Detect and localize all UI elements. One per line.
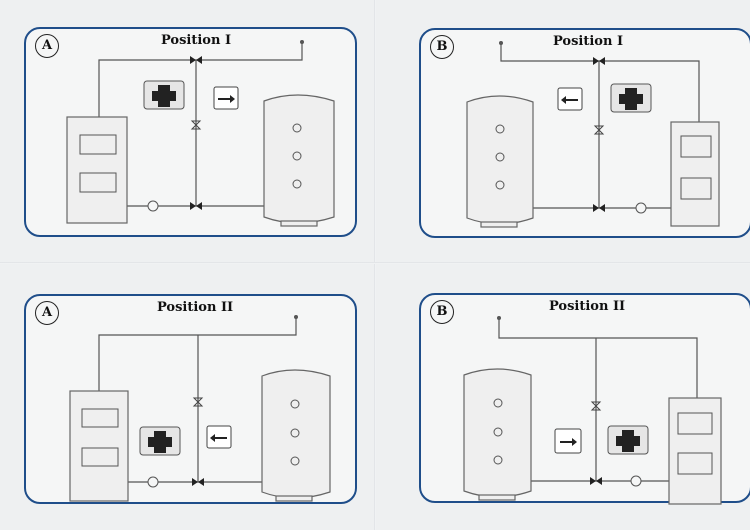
boiler-door-lower — [677, 452, 713, 475]
direction-arrow-icon — [210, 434, 227, 442]
air-vent-icon — [499, 41, 503, 45]
panel-letter: A — [35, 301, 59, 325]
diagram-b-position-1 — [466, 41, 720, 228]
storage-tank-icon — [261, 369, 331, 502]
panel-a-position-1: A Position I — [24, 27, 357, 237]
pump-icon — [147, 476, 159, 488]
check-valve-icon — [190, 120, 202, 130]
air-vent-icon — [294, 315, 298, 319]
storage-tank-icon — [466, 95, 534, 228]
panel-letter: A — [35, 34, 59, 58]
diagram-b-position-2 — [463, 316, 722, 505]
three-way-valve-icon — [590, 477, 602, 485]
storage-tank-icon — [263, 94, 335, 227]
boiler-door-lower — [680, 177, 712, 200]
pump-icon — [630, 475, 642, 487]
three-way-valve-icon — [190, 56, 202, 64]
panel-letter: B — [430, 300, 454, 324]
storage-tank-icon — [463, 368, 532, 501]
boiler-icon — [66, 116, 128, 224]
actuator-icon — [610, 83, 652, 113]
check-valve-icon — [192, 397, 204, 407]
three-way-valve-icon — [192, 478, 204, 486]
boiler-door-lower — [79, 172, 117, 193]
pump-icon — [147, 200, 159, 212]
boiler-door-upper — [79, 134, 117, 155]
panel-title: Position I — [161, 33, 232, 48]
check-valve-icon — [590, 401, 602, 411]
panel-a-position-2: A Position II — [24, 294, 357, 504]
boiler-icon — [670, 121, 720, 227]
pump-icon — [635, 202, 647, 214]
actuator-icon — [607, 425, 649, 455]
panel-b-position-1: B Position I — [419, 28, 750, 238]
air-vent-icon — [497, 316, 501, 320]
three-way-valve-icon — [593, 57, 605, 65]
boiler-door-upper — [680, 135, 712, 158]
supply-pipe — [498, 319, 698, 398]
direction-arrow-icon — [560, 438, 577, 446]
actuator-icon — [143, 80, 185, 110]
boiler-door-upper — [81, 408, 119, 428]
fold-line-horizontal — [0, 262, 750, 264]
panel-title: Position II — [157, 300, 234, 315]
air-vent-icon — [300, 40, 304, 44]
panel-title: Position II — [549, 299, 626, 314]
check-valve-icon — [593, 125, 605, 135]
boiler-icon — [668, 397, 722, 505]
three-way-valve-icon — [190, 202, 202, 210]
actuator-icon — [139, 426, 181, 456]
three-way-valve-icon — [593, 204, 605, 212]
fold-line-vertical — [374, 0, 376, 530]
boiler-door-upper — [677, 412, 713, 435]
diagram-a-position-1 — [66, 40, 335, 227]
diagram-a-position-2 — [69, 315, 331, 502]
panel-letter: B — [430, 35, 454, 59]
panel-title: Position I — [553, 34, 624, 49]
panel-b-position-2: B Position II — [419, 293, 750, 505]
direction-arrow-icon — [561, 96, 578, 104]
boiler-door-lower — [81, 447, 119, 467]
boiler-icon — [69, 390, 129, 502]
direction-arrow-icon — [218, 95, 235, 103]
